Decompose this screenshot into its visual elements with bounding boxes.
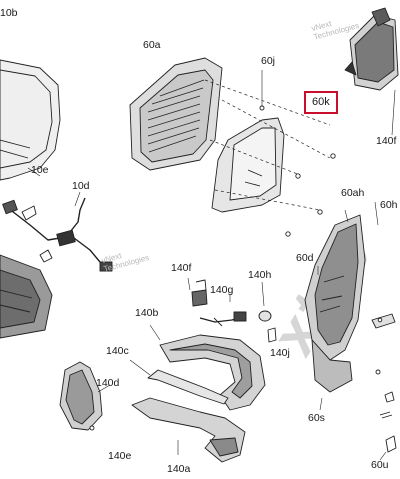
handle-140b [159, 334, 266, 411]
callout-60u: 60u [371, 459, 389, 471]
panel-60j [211, 117, 285, 213]
callout-140g: 140g [210, 284, 234, 296]
callout-60s: 60s [308, 412, 325, 424]
callout-60j: 60j [261, 55, 276, 67]
callout-140f-top: 140f [376, 135, 397, 147]
storage-bin [0, 254, 53, 339]
callout-140b: 140b [135, 307, 159, 319]
part-60h [371, 313, 397, 453]
callout-140f: 140f [171, 262, 192, 274]
part-140h [258, 310, 277, 343]
callout-60h: 60h [380, 199, 398, 211]
seat-part [0, 59, 61, 181]
harness-10d [2, 197, 113, 272]
wiring-140g [199, 311, 247, 327]
cushion-60a [129, 57, 223, 171]
callout-60a: 60a [143, 39, 161, 51]
part-140f-top [344, 7, 399, 91]
handle-140a [131, 397, 246, 463]
callout-140j: 140j [270, 347, 290, 359]
cover-140d [59, 361, 103, 431]
part-140f [191, 279, 208, 307]
rail-140c [147, 369, 229, 405]
callout-10b: 10b [0, 7, 18, 19]
callout-10e: 10e [31, 164, 49, 176]
callout-60k-highlighted: 60k [304, 91, 338, 114]
callout-140c: 140c [106, 345, 129, 357]
callout-10d: 10d [72, 180, 90, 192]
callout-140h: 140h [248, 269, 272, 281]
callout-60d: 60d [296, 252, 314, 264]
console-60ah [304, 214, 366, 393]
callout-140e: 140e [108, 450, 132, 462]
callout-140a: 140a [167, 463, 191, 475]
callout-140d: 140d [96, 377, 120, 389]
callout-60ah: 60ah [341, 187, 365, 199]
